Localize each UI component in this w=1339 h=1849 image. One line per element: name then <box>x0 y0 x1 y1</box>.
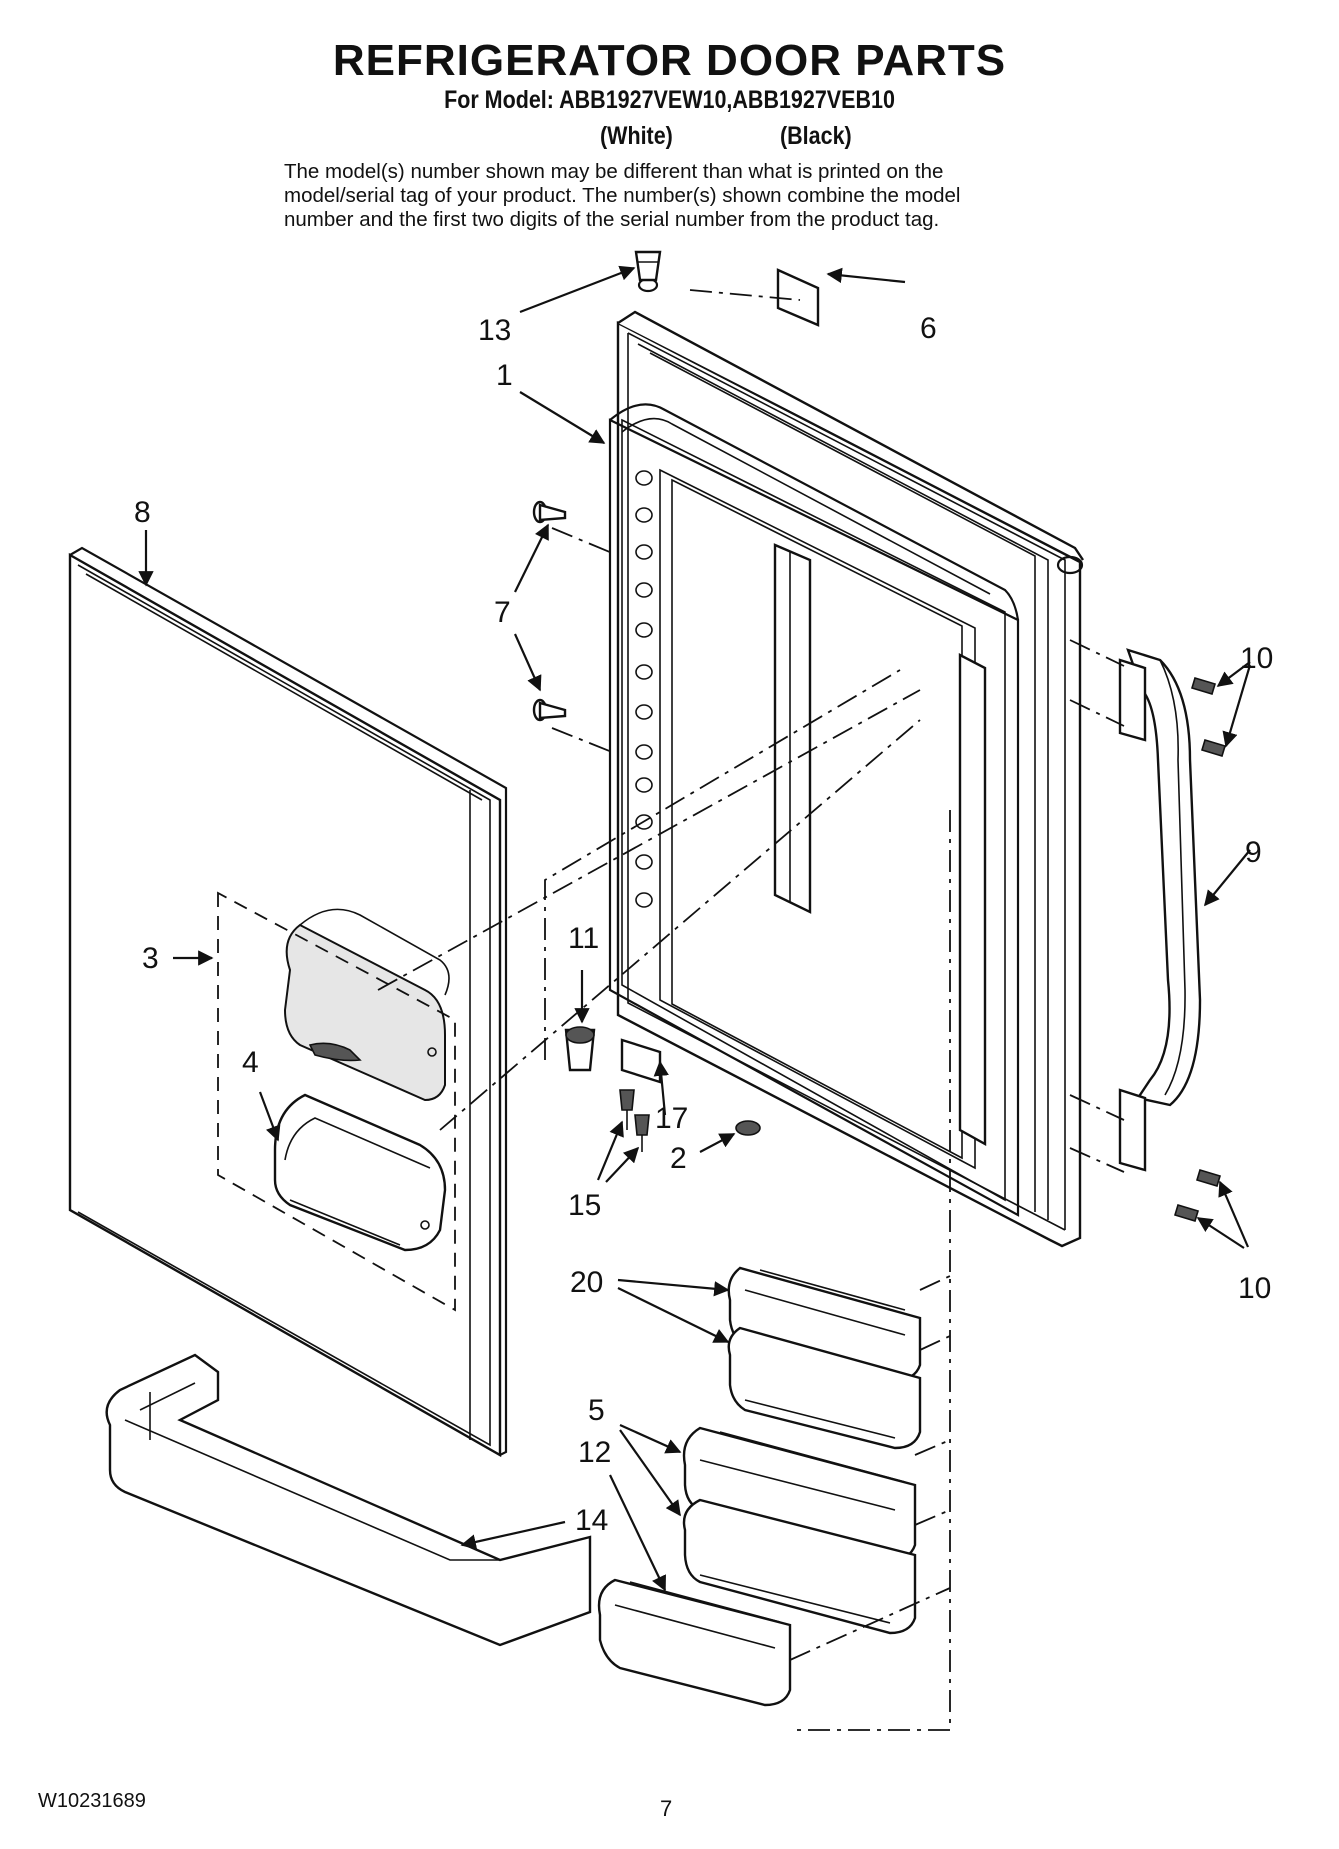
handle-screws-10 <box>1174 677 1226 1222</box>
label-6 <box>776 268 820 327</box>
door-bin-5-lower <box>682 1498 917 1635</box>
callout-12: 12 <box>578 1436 611 1469</box>
callout-14: 14 <box>575 1504 608 1537</box>
shoulder-screws-7 <box>532 500 567 722</box>
model-note: The model(s) number shown may be differe… <box>284 160 1104 232</box>
note-line-2: model/serial tag of your product. The nu… <box>284 184 961 207</box>
callout-17: 17 <box>655 1102 688 1135</box>
dispenser-group-outline <box>217 891 456 1312</box>
door-bin-small <box>597 1578 792 1707</box>
page-number: 7 <box>660 1796 673 1821</box>
callout-labels: 13 1 6 8 7 10 9 3 11 4 17 2 15 10 20 5 1… <box>134 312 1273 1537</box>
connection-lines <box>377 289 1125 1731</box>
callout-10-lower: 10 <box>1238 1272 1271 1305</box>
callout-5: 5 <box>588 1394 605 1427</box>
page-title: REFRIGERATOR DOOR PARTS <box>332 36 1007 85</box>
note-line-3: number and the first two digits of the s… <box>284 208 940 231</box>
note-line-1: The model(s) number shown may be differe… <box>284 160 944 183</box>
screws-15 <box>619 1089 650 1152</box>
callout-15: 15 <box>568 1189 601 1222</box>
hinge-pin-13 <box>634 250 662 282</box>
door-assembly <box>608 277 1084 1248</box>
callout-6: 6 <box>920 312 937 345</box>
shelf-peg-column <box>635 470 653 908</box>
door-stop-11 <box>564 1026 596 1072</box>
callout-1: 1 <box>496 359 513 392</box>
callout-20: 20 <box>570 1266 603 1299</box>
leader-arrows <box>138 265 1252 1592</box>
variant-white: (White) <box>600 122 673 150</box>
bracket-17 <box>620 1038 662 1084</box>
callout-9: 9 <box>1245 836 1262 869</box>
dispenser-tray <box>273 1093 447 1252</box>
model-line: For Model: ABB1927VEW10,ABB1927VEB10 <box>444 86 895 114</box>
dispenser-cover <box>283 908 450 1102</box>
callout-2: 2 <box>670 1142 687 1175</box>
plug-2 <box>735 1120 761 1136</box>
callout-13: 13 <box>478 314 511 347</box>
callout-7: 7 <box>494 596 511 629</box>
door-bin-20-lower <box>727 1326 922 1450</box>
document-number: W10231689 <box>38 1790 146 1812</box>
callout-11: 11 <box>568 922 599 955</box>
callout-8: 8 <box>134 496 151 529</box>
callout-4: 4 <box>242 1046 259 1079</box>
door-handle <box>1118 648 1202 1172</box>
callout-10-upper: 10 <box>1240 642 1273 675</box>
door-bin-large <box>105 1353 592 1647</box>
callout-3: 3 <box>142 942 159 975</box>
variant-black: (Black) <box>780 122 852 150</box>
